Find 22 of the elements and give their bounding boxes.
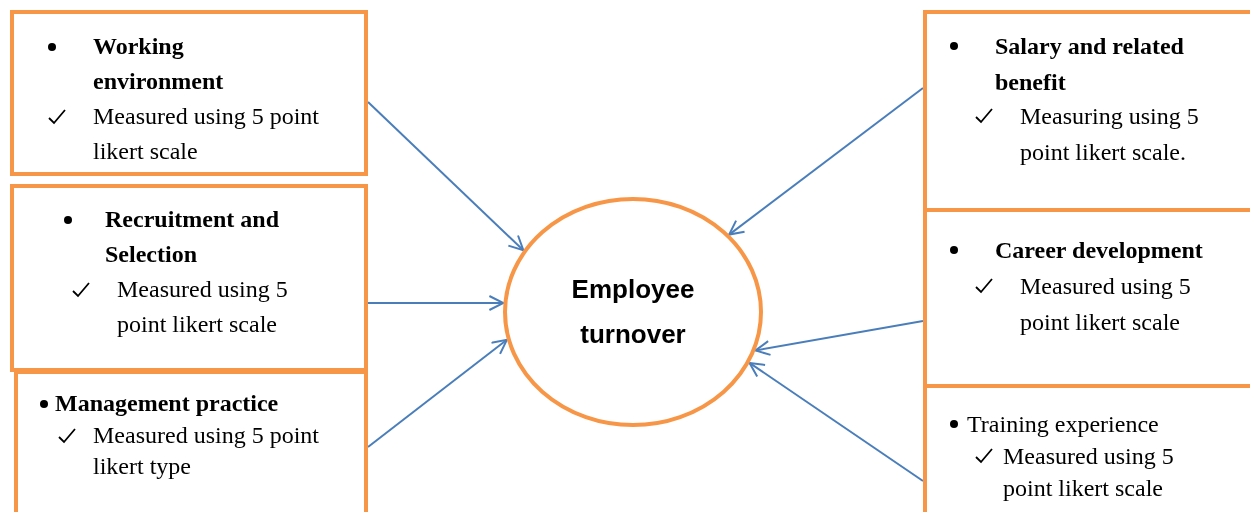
arrow: [367, 101, 525, 252]
measure-note: Measured using 5 point likert scale: [117, 275, 289, 339]
factor-heading: Recruitment and Selection: [105, 205, 280, 269]
measure-note: Measured using 5 point likert scale: [1003, 442, 1175, 503]
measure-note: Measured using 5 point likert type: [93, 421, 320, 481]
factor-box: [14, 370, 368, 512]
outcome-label: Employee turnover: [570, 273, 696, 351]
factor-heading: Working environment: [93, 32, 225, 96]
measure-note: Measured using 5 point likert scale: [1020, 272, 1192, 337]
arrow: [367, 338, 508, 448]
arrow: [754, 320, 924, 356]
factor-box: [10, 10, 368, 176]
factor-heading: Training experience: [967, 410, 1160, 439]
factor-heading: Management practice: [55, 389, 280, 418]
factor-box: [10, 184, 368, 372]
arrow: [367, 295, 505, 311]
measure-note: Measuring using 5 point likert scale.: [1020, 102, 1200, 167]
factor-heading: Salary and related benefit: [995, 32, 1185, 97]
arrow: [728, 87, 924, 236]
factor-heading: Career development: [995, 236, 1204, 265]
measure-note: Measured using 5 point likert scale: [93, 102, 320, 166]
arrow: [748, 361, 924, 482]
